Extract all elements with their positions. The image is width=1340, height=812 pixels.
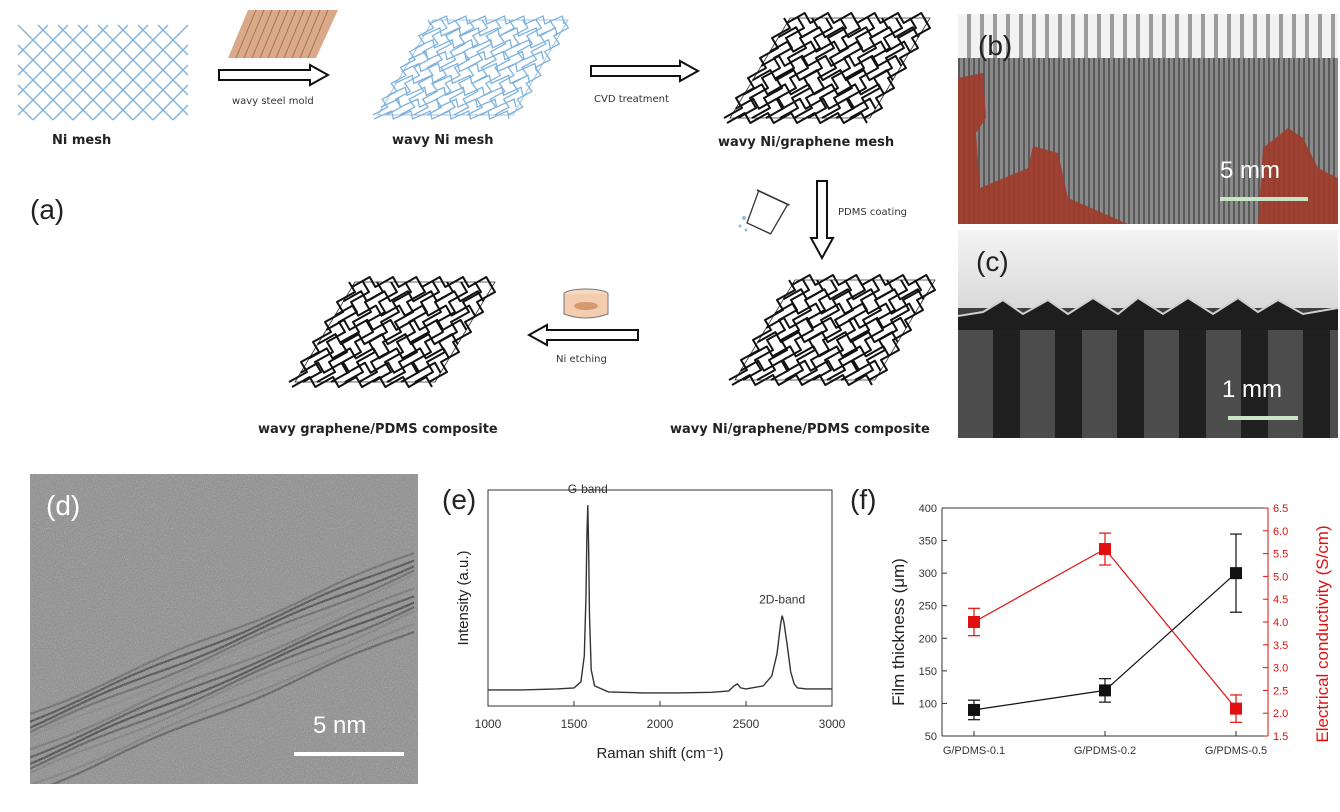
- panel-c-photo: (c) 1 mm: [958, 230, 1338, 438]
- wavy-ni-mesh-caption: wavy Ni mesh: [392, 133, 494, 148]
- x-tick-label: G/PDMS-0.5: [1205, 745, 1267, 757]
- x-tick-label: 1500: [561, 717, 588, 731]
- y2-tick-label: 5.5: [1273, 549, 1288, 561]
- arrow-down-icon: [809, 180, 835, 261]
- raman-series-line: [488, 505, 832, 694]
- panel-b-label: (b): [978, 30, 1013, 61]
- data-point: [968, 616, 980, 628]
- arrow-right-icon: [218, 63, 331, 87]
- panel-b-scale-bar: [1220, 197, 1308, 201]
- y-tick-label: 100: [919, 698, 937, 710]
- arrow-3-label: PDMS coating: [838, 207, 908, 218]
- wavy-ni-graphene-mesh-caption: wavy Ni/graphene mesh: [718, 135, 895, 150]
- panel-c-scale-label: 1 mm: [1222, 376, 1282, 403]
- x-tick-label: 1000: [475, 717, 502, 731]
- y-tick-label: 400: [919, 503, 937, 515]
- panel-c-label: (c): [976, 246, 1009, 277]
- arrow-1-label: wavy steel mold: [232, 96, 314, 107]
- y2-tick-label: 4.5: [1273, 594, 1288, 606]
- y-axis-label: Film thickness (μm): [889, 558, 908, 706]
- y2-tick-label: 3.0: [1273, 663, 1288, 675]
- data-point: [1099, 543, 1111, 556]
- ruler-background: [958, 330, 1338, 438]
- peak-annotation: 2D-band: [759, 593, 805, 607]
- arrow-right-icon: [590, 59, 701, 83]
- thickness-conductivity-chart: 50 100 150 200 250 300 350 400 1.5 2.0 2.5 3.0 3.5 4.…: [889, 503, 1332, 757]
- panel-d-scale-label: 5 nm: [313, 712, 367, 739]
- panel-d-scale-bar: [294, 752, 404, 756]
- x-tick-label: 2000: [647, 717, 674, 731]
- wavy-graphene-pdms-diagram: [288, 276, 496, 388]
- arrow-4-label: Ni etching: [556, 354, 607, 365]
- data-point: [968, 703, 980, 716]
- ni-mesh-caption: Ni mesh: [52, 133, 112, 148]
- wavy-graphene-pdms-caption: wavy graphene/PDMS composite: [258, 422, 498, 437]
- x-tick-label: 2500: [733, 717, 760, 731]
- x-tick-label: 3000: [819, 717, 846, 731]
- x-axis-label: Raman shift (cm⁻¹): [596, 745, 723, 762]
- y2-axis-label: Electrical conductivity (S/cm): [1313, 525, 1332, 742]
- panel-b-scale-label: 5 mm: [1220, 157, 1280, 184]
- y2-tick-label: 3.5: [1273, 640, 1288, 652]
- panel-e-label: (e): [442, 484, 477, 515]
- panel-c-scale-bar: [1228, 416, 1298, 420]
- panel-d-tem-image: (d) 5 nm: [30, 474, 418, 784]
- y-tick-label: 50: [925, 731, 937, 743]
- x-tick-label: G/PDMS-0.1: [943, 745, 1005, 757]
- ni-mesh-diagram: [17, 24, 189, 121]
- panel-f-label: (f): [850, 484, 877, 515]
- y2-tick-label: 1.5: [1273, 731, 1288, 743]
- y2-tick-label: 5.0: [1273, 571, 1288, 583]
- y2-tick-label: 6.5: [1273, 503, 1288, 515]
- y-tick-label: 300: [919, 568, 937, 580]
- wavy-ni-graphene-pdms-caption: wavy Ni/graphene/PDMS composite: [670, 422, 930, 437]
- tem-texture: [30, 474, 418, 784]
- wavy-ni-graphene-mesh-diagram: [723, 12, 931, 124]
- y2-tick-label: 6.0: [1273, 526, 1288, 538]
- y2-tick-label: 4.0: [1273, 617, 1288, 629]
- background-light: [958, 230, 1338, 308]
- x-tick-label: G/PDMS-0.2: [1074, 745, 1136, 757]
- panel-d-label: (d): [46, 490, 81, 521]
- beaker-icon: [738, 189, 790, 235]
- wavy-steel-mold-diagram: [228, 9, 338, 59]
- y-tick-label: 150: [919, 666, 937, 678]
- data-point: [1230, 702, 1242, 715]
- data-point: [1230, 567, 1242, 580]
- y-tick-label: 200: [919, 633, 937, 645]
- wavy-ni-mesh-diagram: [372, 15, 570, 120]
- data-point: [1099, 684, 1111, 697]
- wavy-cross-section: [958, 296, 1338, 330]
- arrow-2-label: CVD treatment: [594, 94, 669, 105]
- y-axis-label: Intensity (a.u.): [455, 550, 472, 645]
- peak-annotation: G-band: [568, 482, 608, 496]
- y2-tick-label: 2.5: [1273, 685, 1288, 697]
- arrow-left-icon: [526, 323, 639, 347]
- wavy-ni-graphene-pdms-diagram: [728, 274, 936, 386]
- y2-tick-label: 2.0: [1273, 708, 1288, 720]
- panel-a-label: (a): [30, 194, 65, 225]
- y-tick-label: 250: [919, 601, 937, 613]
- y-tick-label: 350: [919, 536, 937, 548]
- ruler-strip: [958, 14, 1338, 58]
- etching-dish-icon: [563, 288, 609, 319]
- panel-b-photo: (b) 5 mm: [958, 14, 1338, 224]
